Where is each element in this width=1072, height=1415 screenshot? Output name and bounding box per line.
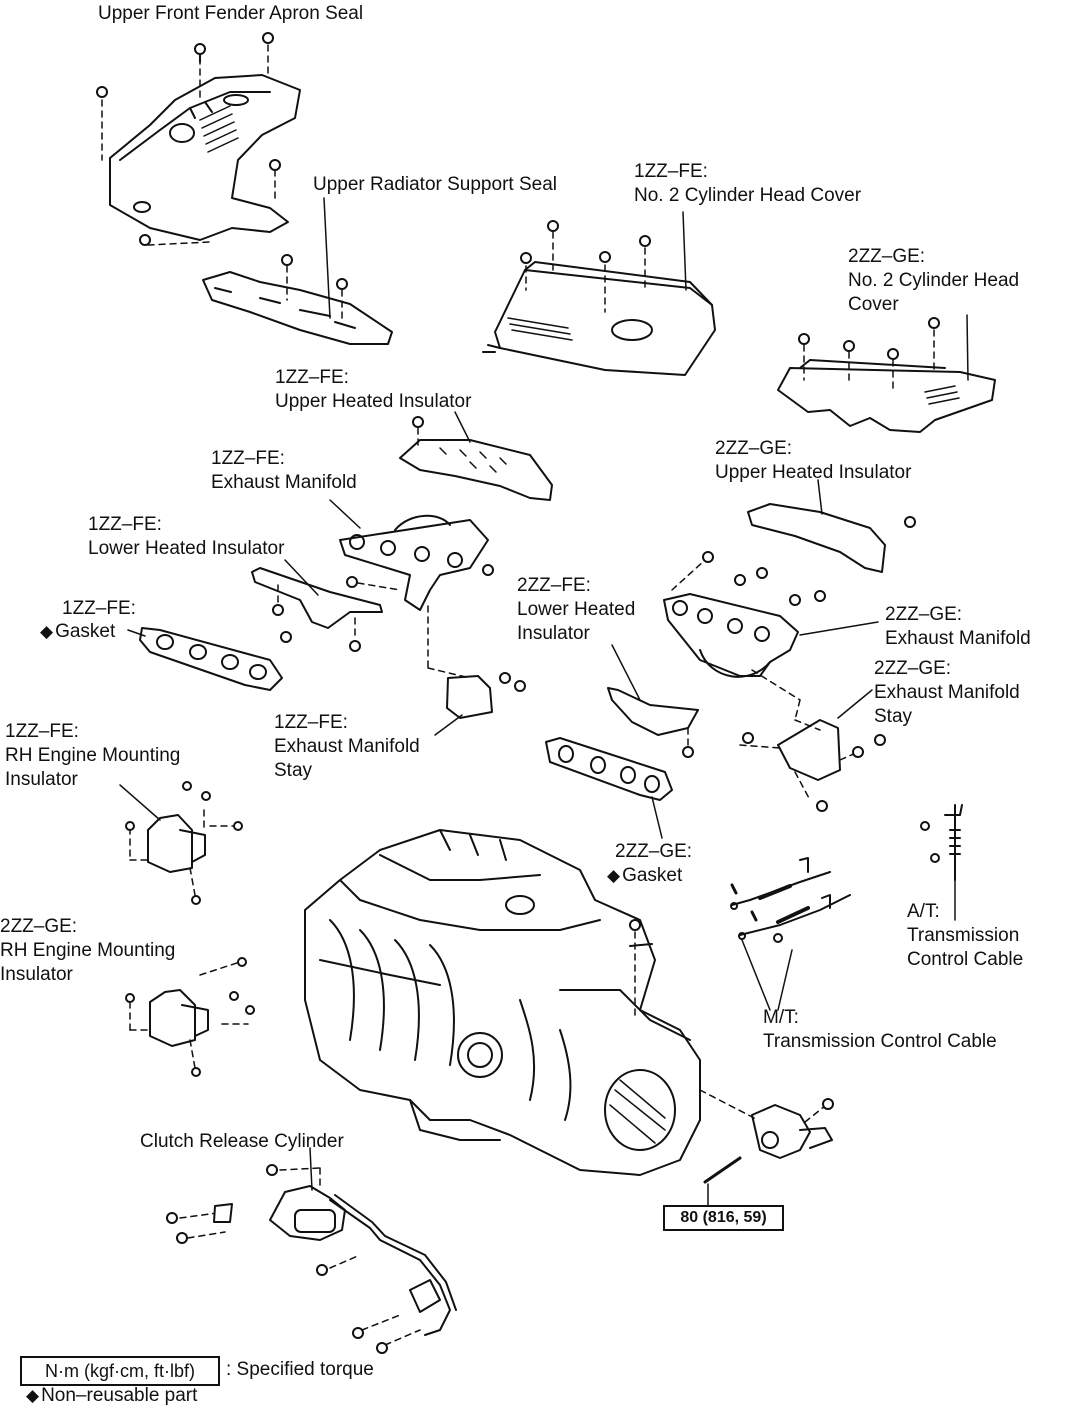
at-cable-label-part-2: Control Cable xyxy=(907,949,1024,970)
engine-assembly-part xyxy=(304,829,701,1176)
fe-exhaust-manifold-label-engine: 1ZZ–FE: xyxy=(211,448,285,469)
ge-gasket-part xyxy=(545,737,673,839)
fe-lower-insulator-label-engine: 1ZZ–FE: xyxy=(88,514,162,535)
ge-upper-insulator-part xyxy=(747,479,886,573)
fe2-lower-insulator-label-engine: 2ZZ–FE: xyxy=(517,575,591,596)
fe-manifold-stay-label-part-2: Stay xyxy=(274,760,313,781)
fe-upper-insulator-part xyxy=(399,411,553,501)
ge-head-cover-part xyxy=(777,314,996,433)
fe-lower-insulator-part xyxy=(251,559,383,629)
at-cable-label-type: A/T: xyxy=(907,901,940,922)
ge-manifold-stay-label-part-2: Stay xyxy=(874,706,913,727)
ge-exhaust-manifold-part xyxy=(663,593,879,678)
ge-gasket-label-part: ◆Gasket xyxy=(607,865,683,886)
radiator-support-seal-part xyxy=(202,197,393,345)
ge-rh-mount-label-part: RH Engine Mounting xyxy=(0,940,176,961)
non-reusable-marker: ◆ xyxy=(40,622,54,641)
fe-gasket-label-engine: 1ZZ–FE: xyxy=(62,598,136,619)
clutch-cylinder-part xyxy=(269,1147,457,1336)
fe-manifold-stay-label-engine: 1ZZ–FE: xyxy=(274,712,348,733)
fender-seal-label: Upper Front Fender Apron Seal xyxy=(98,3,364,24)
ge-head-cover-label-part-2: Cover xyxy=(848,294,899,315)
non-reusable-marker: ◆ xyxy=(607,866,621,885)
at-cable-label-part: Transmission xyxy=(907,925,1020,946)
ge-rh-mount-part xyxy=(149,989,209,1047)
non-reusable-marker: ◆ xyxy=(26,1386,40,1405)
at-cable-part xyxy=(920,804,963,921)
control-cables-part xyxy=(730,857,851,1011)
rear-mount-part xyxy=(703,1104,833,1206)
ge-upper-insulator-label-engine: 2ZZ–GE: xyxy=(715,438,793,459)
fe-manifold-stay-label-part: Exhaust Manifold xyxy=(274,736,420,757)
radiator-seal-label: Upper Radiator Support Seal xyxy=(313,174,557,195)
mt-cable-label-part: Transmission Control Cable xyxy=(763,1031,997,1052)
fe-head-cover-label-part: No. 2 Cylinder Head Cover xyxy=(634,185,862,206)
fe-exhaust-manifold-label-part: Exhaust Manifold xyxy=(211,472,357,493)
legend-torque-unit-box: N·m (kgf·cm, ft·lbf) xyxy=(20,1356,220,1386)
clutch-cylinder-label: Clutch Release Cylinder xyxy=(140,1131,344,1152)
fe-gasket-part xyxy=(127,627,283,691)
legend-torque-description: : Specified torque xyxy=(226,1359,374,1380)
fe-upper-insulator-label-part: Upper Heated Insulator xyxy=(275,391,472,412)
fe-upper-insulator-label-engine: 1ZZ–FE: xyxy=(275,367,349,388)
fe-rh-mount-label-part-2: Insulator xyxy=(5,769,78,790)
ge-rh-mount-label-engine: 2ZZ–GE: xyxy=(0,916,78,937)
mt-cable-label-type: M/T: xyxy=(763,1007,799,1028)
ge-manifold-stay-label-engine: 2ZZ–GE: xyxy=(874,658,952,679)
ge-head-cover-label-part: No. 2 Cylinder Head xyxy=(848,270,1020,291)
ge-manifold-stay-label-part: Exhaust Manifold xyxy=(874,682,1020,703)
fe2-lower-insulator-label-part-2: Insulator xyxy=(517,623,590,644)
torque-spec-box: 80 (816, 59) xyxy=(663,1205,784,1231)
fe-rh-mount-label-part: RH Engine Mounting xyxy=(5,745,181,766)
ge-upper-insulator-label-part: Upper Heated Insulator xyxy=(715,462,912,483)
fe-rh-mount-label-engine: 1ZZ–FE: xyxy=(5,721,79,742)
fe-head-cover-label-engine: 1ZZ–FE: xyxy=(634,161,708,182)
fe-exhaust-manifold-part xyxy=(329,499,489,611)
fender-apron-seal-part xyxy=(109,74,301,241)
fe-head-cover-part xyxy=(482,211,716,376)
ge-rh-mount-label-part-2: Insulator xyxy=(0,964,73,985)
fe2-lower-insulator-label-part: Lower Heated xyxy=(517,599,636,620)
ge-exhaust-manifold-label-part: Exhaust Manifold xyxy=(885,628,1031,649)
fe-rh-mount-part xyxy=(119,784,206,873)
fe2-lower-insulator-part xyxy=(607,644,699,736)
ge-exhaust-manifold-label-engine: 2ZZ–GE: xyxy=(885,604,963,625)
fe-manifold-stay-part xyxy=(434,675,493,736)
fe-gasket-label-part: ◆Gasket xyxy=(40,621,116,642)
ge-manifold-stay-part xyxy=(777,689,873,781)
ge-gasket-label-engine: 2ZZ–GE: xyxy=(615,841,693,862)
ge-head-cover-label-engine: 2ZZ–GE: xyxy=(848,246,926,267)
fe-lower-insulator-label-part: Lower Heated Insulator xyxy=(88,538,285,559)
legend-non-reusable: ◆Non–reusable part xyxy=(26,1385,198,1406)
